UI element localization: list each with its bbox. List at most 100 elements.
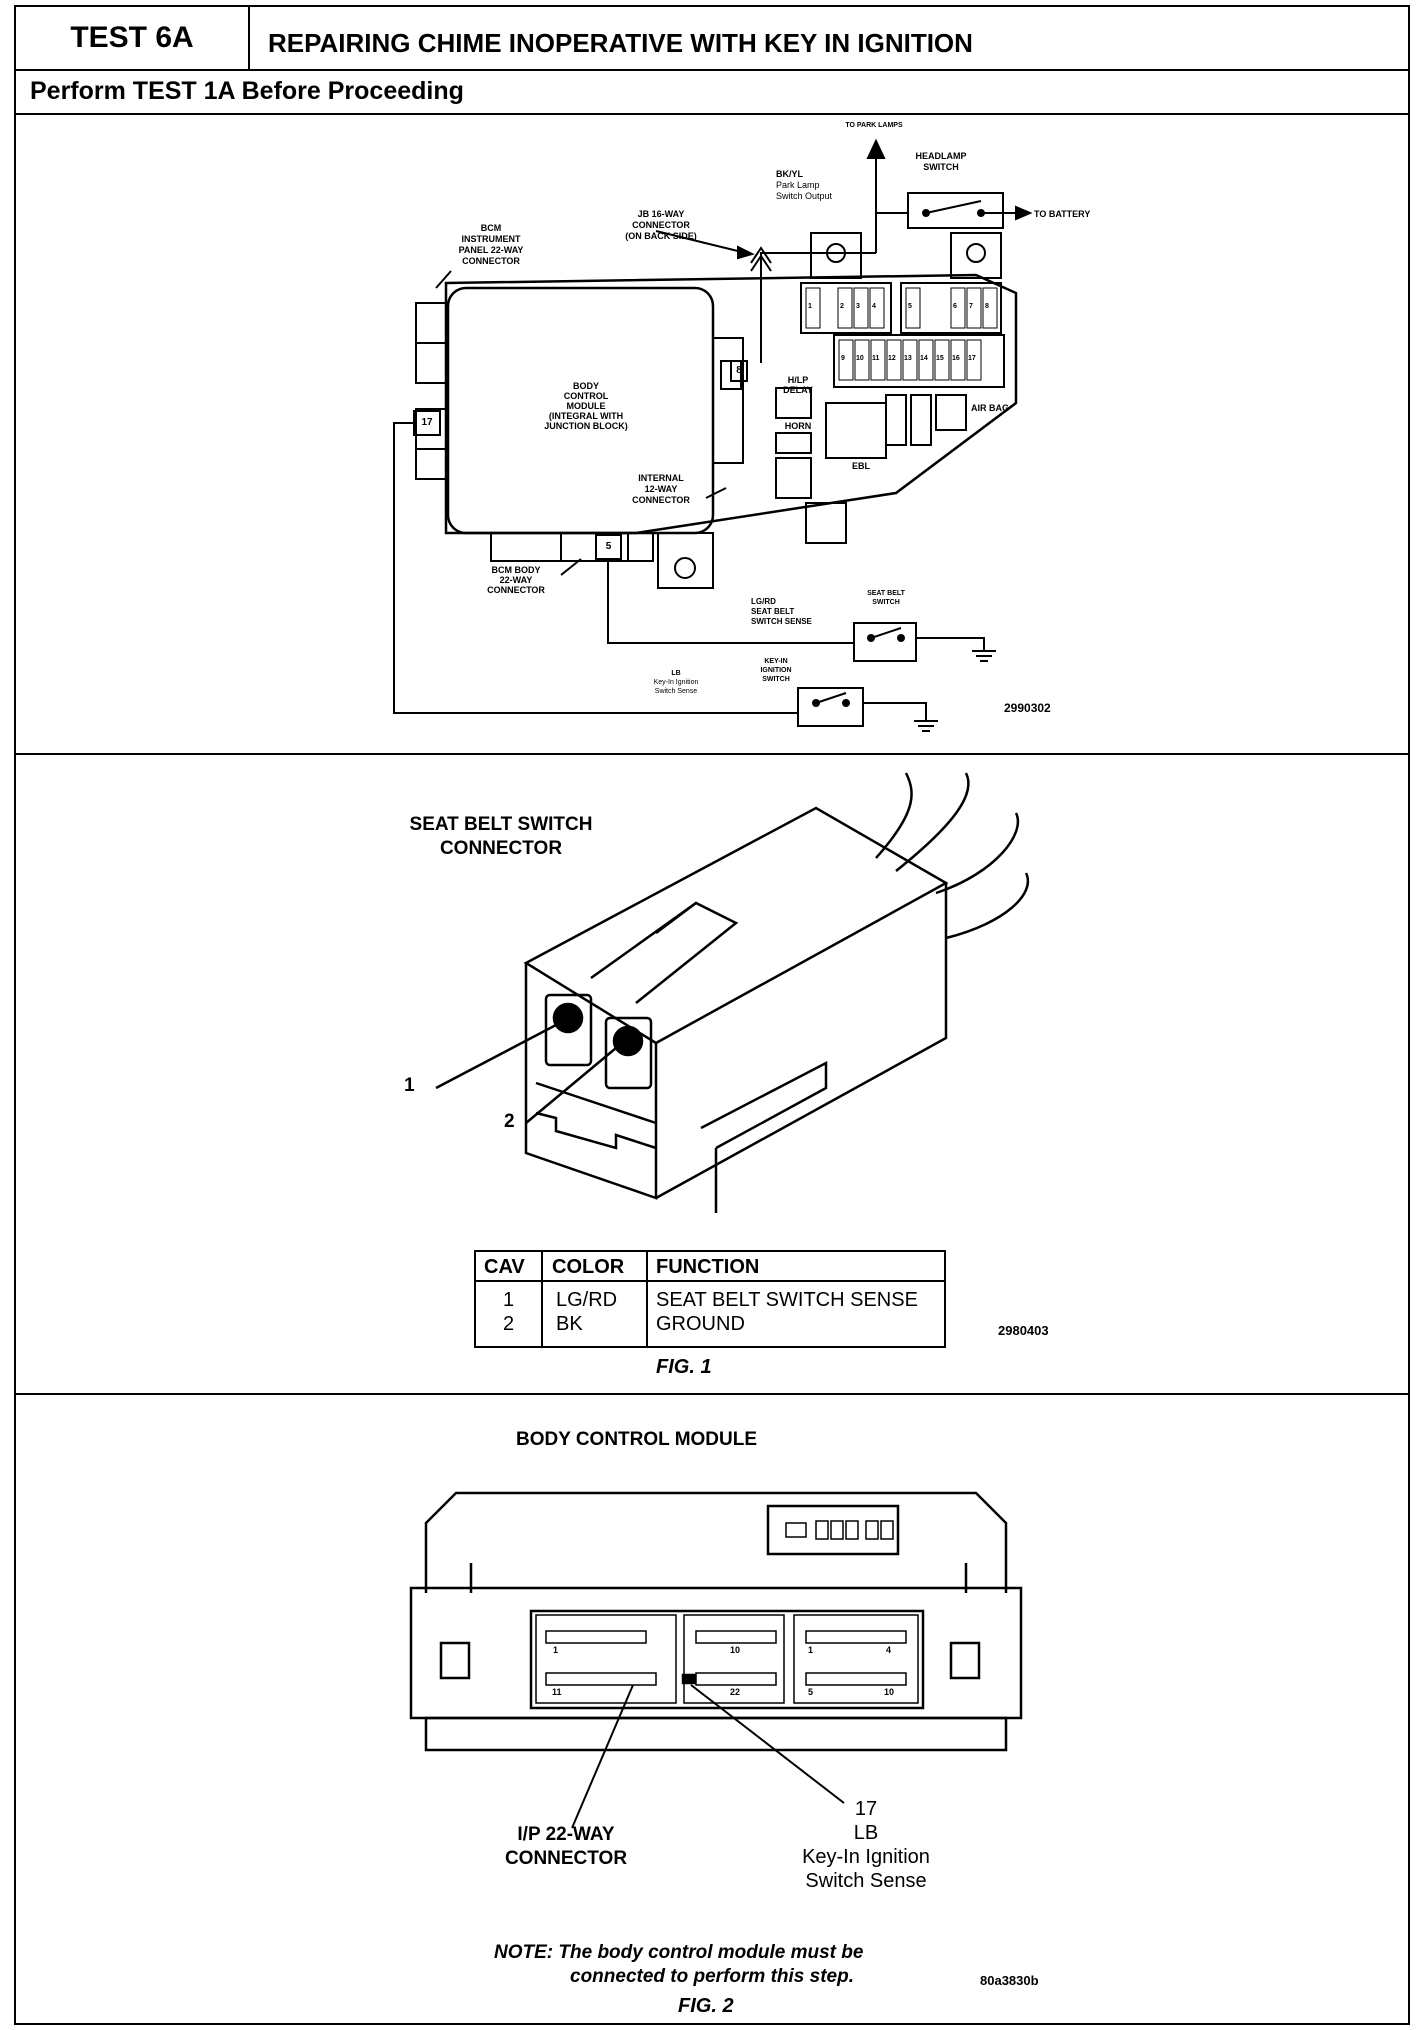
figure1-title-2: CONNECTOR	[439, 838, 563, 859]
fuse-14: 14	[920, 355, 928, 362]
fuse-15: 15	[936, 355, 944, 362]
label-air-bag: AIR BAG	[971, 403, 1009, 413]
bcm-pin-10: 10	[730, 1645, 741, 1655]
test-title: REPAIRING CHIME INOPERATIVE WITH KEY IN …	[268, 28, 973, 58]
fuse-7: 7	[969, 303, 973, 310]
note-line-1: NOTE: The body control module must be	[494, 1942, 864, 1963]
label-hlp-2: DELAY	[783, 385, 813, 395]
label-bcm-body-1: BCM BODY	[491, 565, 541, 575]
row1-cav: 1	[502, 1289, 515, 1311]
label-internal-3: CONNECTOR	[632, 495, 690, 505]
prerequisite-row: Perform TEST 1A Before Proceeding	[16, 69, 1408, 115]
label-keyin-2: IGNITION	[760, 667, 792, 674]
label-jb16-1: JB 16-WAY	[637, 209, 685, 219]
figure2-code: 80a3830b	[980, 1973, 1039, 1988]
note-line-2: connected to perform this step.	[570, 1966, 854, 1987]
label-bcm-body-2: 22-WAY	[499, 575, 533, 585]
fuse-13: 13	[904, 355, 912, 362]
pin-17-label: 17	[421, 417, 433, 428]
row1-function: SEAT BELT SWITCH SENSE	[656, 1289, 918, 1311]
cavity-table: CAV COLOR FUNCTION 1 LG/RD SEAT BELT SWI…	[474, 1250, 946, 1348]
label-lgrd-1: LG/RD	[751, 597, 776, 606]
label-keyin-1: KEY-IN	[764, 658, 788, 665]
pin17-color: LB	[853, 1822, 879, 1844]
label-bcm-ip-3: PANEL 22-WAY	[458, 245, 524, 255]
label-bcm-3: MODULE	[566, 401, 606, 411]
label-bcm-1: BODY	[572, 381, 599, 391]
label-bcm-4: (INTEGRAL WITH	[548, 411, 624, 421]
label-internal-2: 12-WAY	[644, 484, 678, 494]
label-bk-yl: BK/YL	[776, 169, 803, 179]
figure1-title-1: SEAT BELT SWITCH	[409, 814, 593, 835]
label-horn: HORN	[784, 421, 812, 431]
callout-2: 2	[504, 1111, 515, 1132]
label-lb-3: Switch Sense	[654, 688, 698, 695]
figure2-labels: BODY CONTROL MODULE 1 10 11 22 1 4 5 10 …	[16, 1393, 1408, 2023]
bcm-drawing	[409, 1491, 1023, 1829]
label-bcm-body-3: CONNECTOR	[487, 585, 545, 595]
label-bcm-ip-2: INSTRUMENT	[461, 234, 521, 244]
fuse-2: 2	[840, 303, 844, 310]
prerequisite-text: Perform TEST 1A Before Proceeding	[30, 77, 464, 105]
label-switch-output: Switch Output	[776, 191, 833, 201]
ip-connector-label-1: I/P 22-WAY	[517, 1824, 615, 1845]
figure2-section: BODY CONTROL MODULE 1 10 11 22 1 4 5 10 …	[16, 1393, 1408, 2023]
pin17-function-2: Switch Sense	[805, 1870, 927, 1892]
label-seatbelt-2: SWITCH	[872, 599, 900, 606]
label-hlp-1: H/LP	[787, 375, 809, 385]
figure1-labels: SEAT BELT SWITCH CONNECTOR 1 2 CAV COLOR…	[16, 753, 1408, 1393]
bcm-right-pin-10: 10	[884, 1687, 895, 1697]
label-bcm-5: JUNCTION BLOCK)	[544, 421, 628, 431]
diagram1-code: 2990302	[1004, 701, 1051, 715]
test-page: TEST 6A REPAIRING CHIME INOPERATIVE WITH…	[14, 5, 1410, 2025]
label-lb: LB	[671, 670, 681, 677]
pin17-function-1: Key-In Ignition	[802, 1846, 930, 1868]
wiring-diagram	[393, 138, 1033, 732]
diagram1-labels: TO PARK LAMPS HEADLAMP SWITCH TO BATTERY…	[16, 113, 1408, 753]
fuse-10: 10	[856, 355, 864, 362]
fuse-12: 12	[888, 355, 896, 362]
pin-8-label: 8	[736, 365, 742, 376]
fuse-4: 4	[872, 303, 876, 310]
label-headlamp-switch: HEADLAMP SWITCH	[915, 151, 967, 172]
label-jb16-3: (ON BACK SIDE)	[625, 231, 697, 241]
callout-1: 1	[404, 1075, 415, 1096]
fuse-16: 16	[952, 355, 960, 362]
label-keyin-3: SWITCH	[762, 676, 790, 683]
fuse-3: 3	[856, 303, 860, 310]
figure1-section: SEAT BELT SWITCH CONNECTOR 1 2 CAV COLOR…	[16, 753, 1408, 1395]
header-function: FUNCTION	[656, 1256, 760, 1278]
label-bcm-2: CONTROL	[563, 391, 609, 401]
bcm-right-pin-4: 4	[886, 1645, 892, 1655]
header-color: COLOR	[552, 1256, 625, 1278]
row1-color: LG/RD	[556, 1289, 618, 1311]
label-to-battery: TO BATTERY	[1034, 209, 1091, 219]
seat-belt-connector-drawing	[435, 772, 1029, 1213]
fuse-8: 8	[985, 303, 989, 310]
figure2-title: BODY CONTROL MODULE	[516, 1429, 758, 1450]
fuse-5: 5	[908, 303, 912, 310]
row2-cav: 2	[502, 1313, 515, 1335]
bcm-pin-22: 22	[730, 1687, 741, 1697]
label-lgrd-3: SWITCH SENSE	[751, 617, 812, 626]
table-header-row	[476, 1252, 944, 1282]
label-lb-2: Key-In Ignition	[653, 679, 699, 686]
pin17-number: 17	[854, 1798, 878, 1820]
pin-5-label: 5	[605, 541, 612, 552]
test-id: TEST 6A	[16, 7, 250, 69]
figure2-caption: FIG. 2	[678, 1995, 734, 2017]
bcm-right-pin-1: 1	[808, 1645, 814, 1655]
label-bcm-ip-1: BCM	[480, 223, 502, 233]
figure1-code: 2980403	[998, 1323, 1049, 1338]
label-ebl: EBL	[852, 461, 870, 471]
label-to-park-lamps: TO PARK LAMPS	[845, 122, 903, 129]
fuse-6: 6	[953, 303, 957, 310]
label-jb16-2: CONNECTOR	[632, 220, 690, 230]
header-cav: CAV	[484, 1256, 525, 1278]
row2-function: GROUND	[656, 1313, 745, 1335]
fuse-1: 1	[808, 303, 812, 310]
row2-color: BK	[556, 1313, 583, 1335]
fuse-9: 9	[841, 355, 845, 362]
figure1-caption: FIG. 1	[656, 1356, 712, 1378]
bcm-pin-1: 1	[553, 1645, 559, 1655]
